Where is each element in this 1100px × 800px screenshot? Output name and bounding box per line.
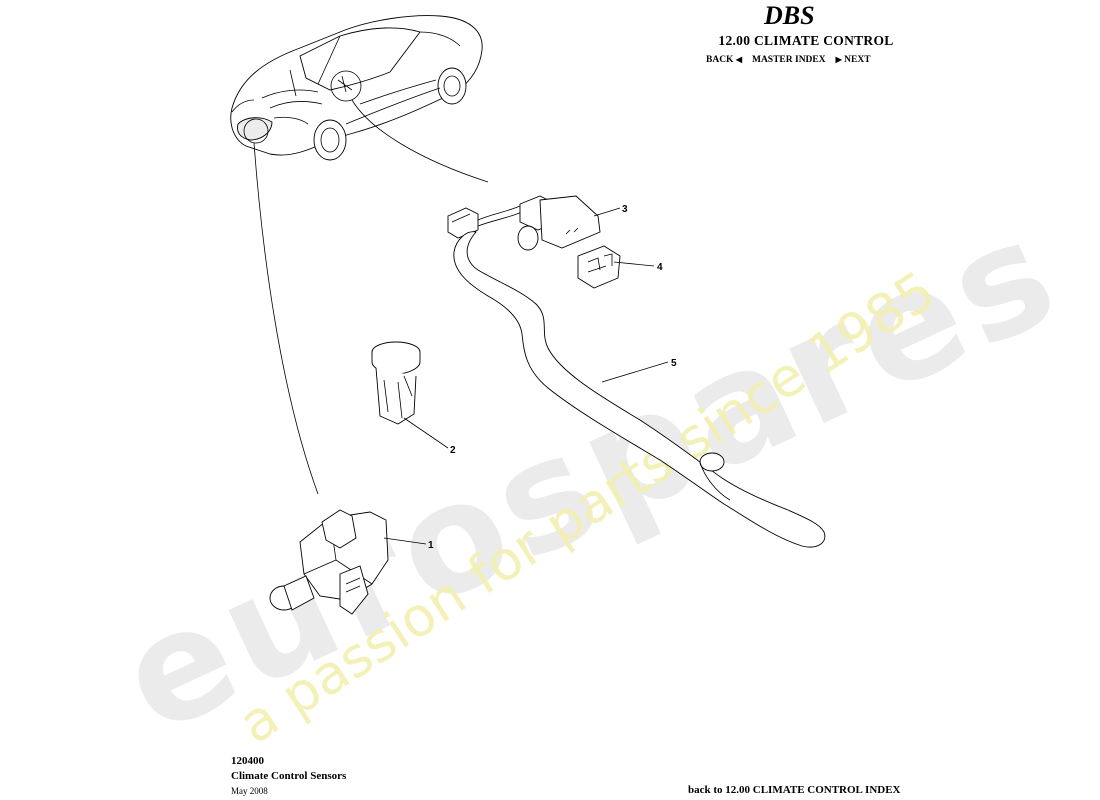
next-button[interactable]: ▶ NEXT <box>836 55 871 65</box>
callout-line-3 <box>593 207 621 217</box>
callout-line-4 <box>613 261 655 267</box>
part-2-sensor <box>371 341 421 425</box>
diagram-number: 120400 <box>231 755 264 767</box>
back-to-index-link[interactable]: back to 12.00 CLIMATE CONTROL INDEX <box>688 784 901 796</box>
back-button[interactable]: BACK ◀ <box>706 55 742 65</box>
part-3-sensor <box>447 195 601 251</box>
next-label: NEXT <box>844 55 871 65</box>
callout-line-1 <box>383 537 427 545</box>
nav-bar: BACK ◀ MASTER INDEX ▶ NEXT <box>706 55 906 65</box>
diagram-date: May 2008 <box>231 786 268 796</box>
callout-4: 4 <box>657 262 663 273</box>
callout-5: 5 <box>671 358 677 369</box>
callout-1: 1 <box>428 540 434 551</box>
triangle-right-icon: ▶ <box>835 55 842 64</box>
part-4-clip <box>577 245 621 289</box>
triangle-left-icon: ◀ <box>735 55 742 64</box>
master-index-link[interactable]: MASTER INDEX <box>751 55 826 65</box>
callout-2: 2 <box>450 445 456 456</box>
diagram-title: Climate Control Sensors <box>231 770 347 782</box>
brand-logo: DBS <box>763 1 815 30</box>
part-1-sensor <box>269 509 389 615</box>
callout-line-5 <box>601 361 669 383</box>
callout-3: 3 <box>622 204 628 215</box>
brand-logo-text: DBS <box>763 1 815 30</box>
section-title: 12.00 CLIMATE CONTROL <box>718 33 894 48</box>
callout-line-2 <box>403 417 449 449</box>
leader-front-sensor <box>253 142 319 495</box>
car-illustration <box>230 15 483 161</box>
back-label: BACK <box>706 55 734 65</box>
part-5-hose <box>453 231 826 548</box>
leader-interior-sensor <box>351 99 489 183</box>
